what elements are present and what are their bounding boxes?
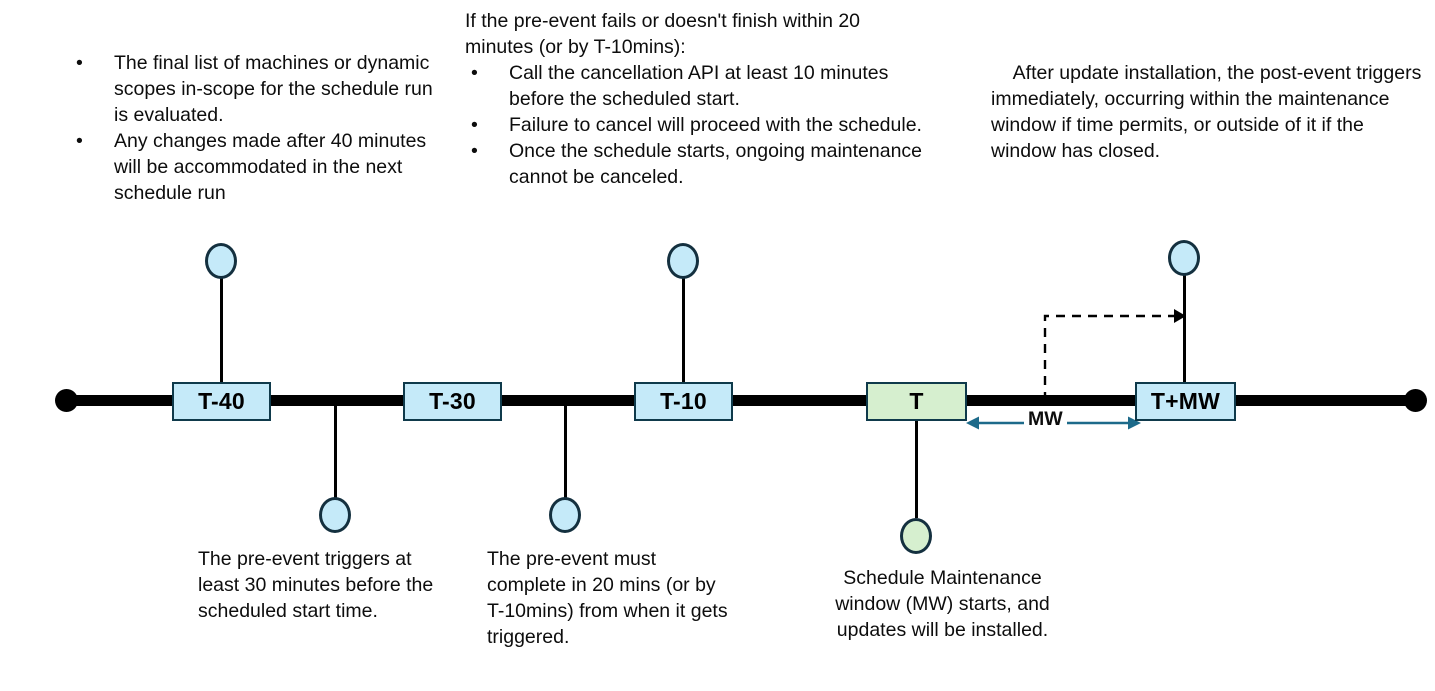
mw-label: MW [1024,408,1067,431]
note-top-center-item-0: • Call the cancellation API at least 10 … [465,60,925,112]
timeline-start-dot [55,389,78,412]
stem-above-t10 [682,272,685,387]
milestone-t[interactable]: T [866,382,967,421]
milestone-t-plus-mw[interactable]: T+MW [1135,382,1236,421]
note-top-left-item-1-text: Any changes made after 40 minutes will b… [114,130,432,204]
marker-below-t30 [549,497,581,533]
mw-span-arrow: MW [966,408,1141,439]
bullet-icon: • [471,140,478,162]
post-event-dashed-arrow [1038,305,1190,405]
note-top-center-item-1: • Failure to cancel will proceed with th… [465,112,925,138]
note-top-center-lead: If the pre-event fails or doesn't finish… [465,10,866,58]
caption-pre-event-trigger: The pre-event triggers at least 30 minut… [198,548,439,622]
note-top-center-item-2-text: Once the schedule starts, ongoing mainte… [509,140,928,188]
note-top-left: • The final list of machines or dynamic … [70,50,450,206]
note-top-left-item-0-text: The final list of machines or dynamic sc… [114,52,439,126]
stem-above-t40 [220,272,223,387]
milestone-t-10[interactable]: T-10 [634,382,733,421]
milestone-t-40[interactable]: T-40 [172,382,271,421]
stem-below-t40 [334,400,337,504]
timeline-end-dot [1404,389,1427,412]
note-top-center-item-1-text: Failure to cancel will proceed with the … [509,114,922,136]
note-top-center-item-0-text: Call the cancellation API at least 10 mi… [509,62,894,110]
marker-below-t [900,518,932,554]
note-top-center-item-2: • Once the schedule starts, ongoing main… [465,138,925,190]
caption-maintenance-window: Schedule Maintenance window (MW) starts,… [835,567,1056,641]
note-top-left-item-0: • The final list of machines or dynamic … [70,50,450,128]
note-top-center: If the pre-event fails or doesn't finish… [465,8,925,190]
bullet-icon: • [471,62,478,84]
marker-above-t40 [205,243,237,279]
milestone-t-30[interactable]: T-30 [403,382,502,421]
marker-above-tmw [1168,240,1200,276]
marker-above-t10 [667,243,699,279]
bullet-icon: • [76,130,83,152]
marker-below-t40 [319,497,351,533]
caption-pre-event-complete: The pre-event must complete in 20 mins (… [487,548,734,648]
stem-above-tmw [1183,270,1186,387]
stem-below-t30 [564,400,567,504]
bullet-icon: • [471,114,478,136]
bullet-icon: • [76,52,83,74]
timeline-axis [66,395,1416,406]
stem-below-t [915,400,918,518]
note-top-right: After update installation, the post-even… [991,62,1427,162]
note-top-left-item-1: • Any changes made after 40 minutes will… [70,128,450,206]
